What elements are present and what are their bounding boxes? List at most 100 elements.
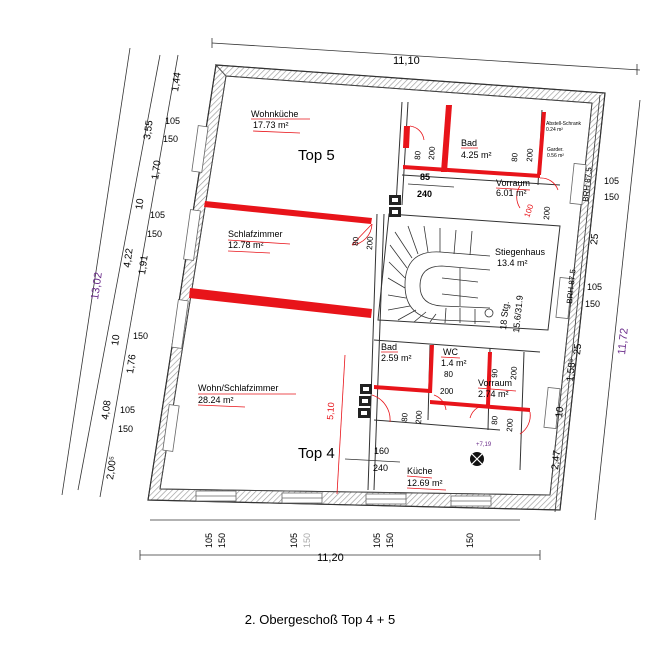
svg-text:1,58⁵: 1,58⁵ bbox=[565, 358, 578, 383]
svg-text:150: 150 bbox=[118, 424, 133, 434]
door-200-c: 200 bbox=[525, 148, 535, 162]
dimension-top bbox=[211, 38, 641, 75]
door-swings bbox=[336, 125, 559, 495]
room-wohnkueche-area: 17.73 m² bbox=[253, 120, 289, 130]
svg-text:150: 150 bbox=[585, 299, 600, 309]
svg-text:1,44: 1,44 bbox=[170, 71, 184, 92]
room-kueche-area: 12.69 m² bbox=[407, 478, 443, 488]
dim-160: 160 bbox=[374, 446, 389, 456]
dim-bottom-total: 11,20 bbox=[317, 552, 344, 564]
dim-510: 5,10 bbox=[325, 402, 336, 420]
room-bad-top4-area: 2.59 m² bbox=[381, 353, 412, 363]
svg-text:150: 150 bbox=[385, 533, 395, 548]
windows bbox=[162, 125, 587, 507]
svg-text:150: 150 bbox=[163, 134, 178, 144]
stove-symbol bbox=[470, 452, 484, 466]
dimension-left bbox=[61, 47, 179, 498]
room-wc-name: WC bbox=[443, 347, 458, 357]
room-abstell-area: 0.24 m² bbox=[546, 127, 563, 133]
floor-plan-drawing: Wohnküche 17.73 m² Top 5 Bad 4.25 m² Abs… bbox=[61, 38, 641, 564]
door-200-a: 200 bbox=[365, 236, 375, 250]
svg-text:150: 150 bbox=[604, 192, 619, 202]
dimension-right bbox=[554, 94, 641, 521]
door-200-e: 200 bbox=[414, 410, 424, 424]
svg-text:BRH 87.5: BRH 87.5 bbox=[565, 268, 578, 304]
room-wc-area: 1.4 m² bbox=[441, 358, 467, 368]
svg-text:25: 25 bbox=[589, 233, 601, 246]
door-80-b: 80 bbox=[413, 150, 423, 160]
svg-text:105: 105 bbox=[604, 176, 619, 186]
door-80-f: 80 bbox=[490, 415, 500, 425]
svg-text:1,91: 1,91 bbox=[137, 254, 151, 275]
stairs-ratio: 15.6/31.9 bbox=[511, 295, 525, 333]
room-vorraum-top5-name: Vorraum bbox=[496, 178, 530, 188]
dimension-bottom bbox=[139, 519, 541, 560]
svg-text:10: 10 bbox=[554, 406, 566, 419]
door-200-h: 200 bbox=[505, 418, 515, 432]
plan-caption: 2. Obergeschoß Top 4 + 5 bbox=[244, 612, 396, 627]
svg-text:BRH 87.5: BRH 87.5 bbox=[581, 166, 594, 202]
door-80-c: 80 bbox=[510, 152, 520, 162]
room-kueche-name: Küche bbox=[407, 466, 433, 476]
room-wohnschlaf-area: 28.24 m² bbox=[198, 395, 234, 405]
room-stiegenhaus-area: 13.4 m² bbox=[497, 258, 528, 268]
dim-left-total: 13,02 bbox=[89, 271, 105, 300]
room-bad-top5-name: Bad bbox=[461, 138, 477, 148]
height-719: +7,19 bbox=[476, 442, 492, 448]
svg-text:105: 105 bbox=[150, 210, 165, 220]
dim-right-total: 11,72 bbox=[616, 327, 631, 355]
room-bad-top5-area: 4.25 m² bbox=[461, 150, 492, 160]
room-vorraum-top5-area: 6.01 m² bbox=[496, 188, 527, 198]
stairs-label: 18 Stg. bbox=[498, 301, 511, 330]
svg-text:4,08: 4,08 bbox=[100, 399, 114, 420]
outer-walls bbox=[147, 63, 606, 511]
room-garderobe-name: Garder. bbox=[547, 147, 564, 153]
left-chain-dims: 1,44 3,55 1,70 10 4,22 1,91 10 1,76 4,08… bbox=[100, 71, 184, 480]
svg-text:1,76: 1,76 bbox=[125, 353, 139, 374]
unit-top4-label: Top 4 bbox=[298, 445, 335, 462]
svg-text:105: 105 bbox=[372, 533, 382, 548]
room-vorraum-top4-area: 2.74 m² bbox=[478, 389, 509, 399]
dim-240b: 240 bbox=[373, 463, 388, 473]
svg-text:3,55: 3,55 bbox=[142, 119, 156, 140]
dim-240a: 240 bbox=[417, 189, 432, 199]
svg-text:105: 105 bbox=[120, 405, 135, 415]
right-chain-dims: 25 1,58⁵ 25 10 2,47 bbox=[550, 233, 601, 471]
svg-text:150: 150 bbox=[147, 229, 162, 239]
dim-top-total: 11,10 bbox=[393, 55, 420, 67]
svg-text:150: 150 bbox=[465, 533, 475, 548]
unit-top5-label: Top 5 bbox=[298, 147, 335, 164]
svg-text:105: 105 bbox=[165, 116, 180, 126]
door-90: 90 bbox=[490, 368, 500, 378]
room-wohnschlaf-name: Wohn/Schlafzimmer bbox=[198, 383, 278, 393]
svg-text:25: 25 bbox=[572, 343, 584, 356]
dim-85: 85 bbox=[420, 172, 430, 182]
svg-text:105: 105 bbox=[289, 533, 299, 548]
room-wohnkueche-name: Wohnküche bbox=[251, 109, 298, 119]
svg-text:4,22: 4,22 bbox=[122, 247, 136, 268]
room-abstell-name: Abstell-Schrank bbox=[546, 121, 582, 127]
door-200-g: 200 bbox=[509, 366, 519, 380]
svg-text:150: 150 bbox=[133, 331, 148, 341]
svg-text:150: 150 bbox=[302, 533, 312, 548]
room-labels: Wohnküche 17.73 m² Top 5 Bad 4.25 m² Abs… bbox=[197, 109, 582, 491]
svg-text:1,70: 1,70 bbox=[150, 159, 164, 180]
room-schlafzimmer-name: Schlafzimmer bbox=[228, 229, 283, 239]
left-window-dims: 105 150 105 150 150 105 150 bbox=[118, 116, 180, 434]
room-vorraum-top4-name: Vorraum bbox=[478, 378, 512, 388]
room-stiegenhaus-name: Stiegenhaus bbox=[495, 247, 546, 257]
svg-text:10: 10 bbox=[110, 333, 123, 346]
room-schlafzimmer-area: 12.78 m² bbox=[228, 240, 264, 250]
inner-dimensions: 85 240 160 240 5,10 +7,19 80 200 80 200 … bbox=[325, 146, 552, 473]
staircase bbox=[387, 225, 494, 324]
svg-text:105: 105 bbox=[587, 282, 602, 292]
door-80-d: 80 bbox=[400, 412, 410, 422]
interior-walls bbox=[367, 101, 561, 491]
room-garderobe-area: 0.56 m² bbox=[547, 153, 564, 159]
svg-text:2,47: 2,47 bbox=[550, 449, 563, 470]
svg-text:105: 105 bbox=[204, 533, 214, 548]
bottom-window-dims: 105 150 105 150 105 150 150 bbox=[204, 533, 475, 548]
right-window-dims: 105 150 105 150 BRH 87.5 BRH 87.5 bbox=[565, 166, 619, 309]
svg-text:10: 10 bbox=[134, 197, 147, 210]
